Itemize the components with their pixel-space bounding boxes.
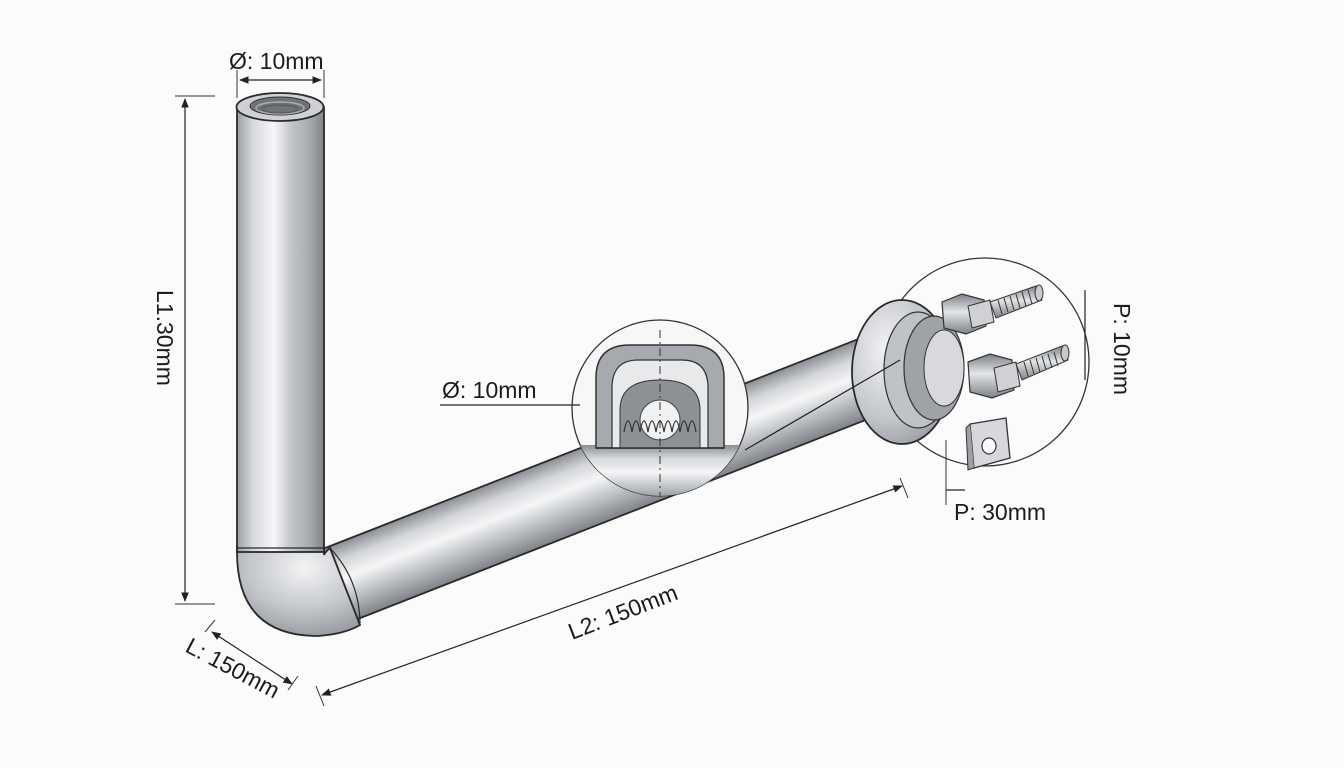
horizontal-length-dimension bbox=[315, 477, 909, 707]
vertical-tube bbox=[236, 106, 325, 553]
bend-length-dimension bbox=[204, 619, 299, 691]
pitch-bottom-dimension bbox=[945, 440, 965, 505]
section-diameter-label: Ø: 10mm bbox=[442, 377, 537, 403]
vertical-length-label: L1.30mm bbox=[152, 290, 178, 386]
ground-tab bbox=[965, 417, 1011, 471]
tube-top-opening bbox=[235, 92, 325, 122]
pitch-right-label: P: 10mm bbox=[1109, 303, 1135, 395]
pitch-bottom-label: P: 30mm bbox=[954, 499, 1046, 525]
terminal-bolt-lower bbox=[967, 344, 1070, 399]
top-diameter-label: Ø: 10mm bbox=[229, 48, 324, 74]
vertical-length-dimension bbox=[175, 95, 215, 605]
horizontal-length-label: L2: 150mm bbox=[564, 579, 681, 645]
terminal-bolt-upper bbox=[941, 284, 1044, 335]
bend-length-label: L: 150mm bbox=[182, 632, 285, 703]
top-diameter-dimension bbox=[236, 70, 325, 98]
terminal-end-detail bbox=[851, 257, 1090, 471]
detail-leader-line bbox=[744, 359, 901, 451]
